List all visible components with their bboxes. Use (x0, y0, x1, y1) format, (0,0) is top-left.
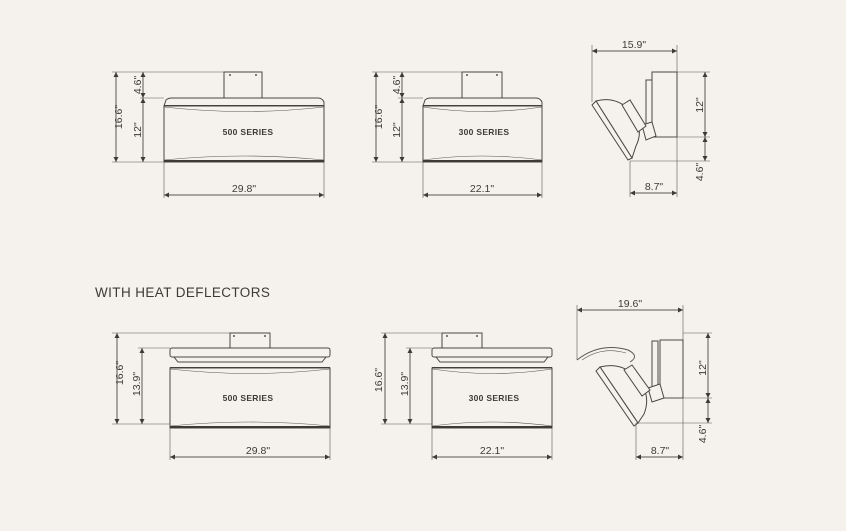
dim-drop: 4.6" (697, 425, 709, 444)
front-view-300-series: 300 SERIES 16.6" 4.6" 12" 22.1" (372, 71, 543, 198)
dim-width: 22.1" (470, 183, 494, 195)
dim-body-height: 12" (391, 122, 403, 138)
model-label: 300 SERIES (469, 393, 520, 403)
deflector-side-view: 19.6" 12" 4.6" 8.7" (576, 298, 712, 460)
dim-width: 29.8" (246, 445, 270, 457)
dim-body-height: 13.9" (399, 372, 411, 396)
dim-overall-height: 16.6" (373, 368, 385, 392)
dim-body-height: 12" (694, 97, 706, 113)
dim-bracket-height: 4.6" (132, 76, 144, 95)
model-label: 500 SERIES (223, 127, 274, 137)
section-title: WITH HEAT DEFLECTORS (95, 285, 270, 300)
front-view-500-series: 500 SERIES 16.6" 4.6" 12" 29.8" (112, 71, 325, 198)
dim-overall-height: 16.6" (114, 361, 126, 385)
deflector-front-view-300-series: 300 SERIES 16.6" 13.9" 22.1" (373, 332, 553, 460)
dim-body-height: 12" (132, 122, 144, 138)
dim-overall-height: 16.6" (113, 105, 125, 129)
dim-drop: 4.6" (694, 163, 706, 182)
dim-bracket-depth: 8.7" (645, 181, 664, 193)
dim-bracket-depth: 8.7" (651, 445, 670, 457)
side-view: 15.9" 12" 4.6" 8.7" (591, 39, 710, 197)
dim-width: 29.8" (232, 183, 256, 195)
dim-depth: 15.9" (622, 39, 646, 51)
dim-depth: 19.6" (618, 298, 642, 310)
dim-width: 22.1" (480, 445, 504, 457)
deflector-front-view-500-series: 500 SERIES 16.6" 13.9" 29.8" (112, 332, 331, 460)
dim-body-height: 13.9" (131, 372, 143, 396)
dim-bracket-height: 4.6" (391, 76, 403, 95)
model-label: 500 SERIES (223, 393, 274, 403)
model-label: 300 SERIES (459, 127, 510, 137)
dim-body-height: 12" (697, 360, 709, 376)
dim-overall-height: 16.6" (373, 105, 385, 129)
